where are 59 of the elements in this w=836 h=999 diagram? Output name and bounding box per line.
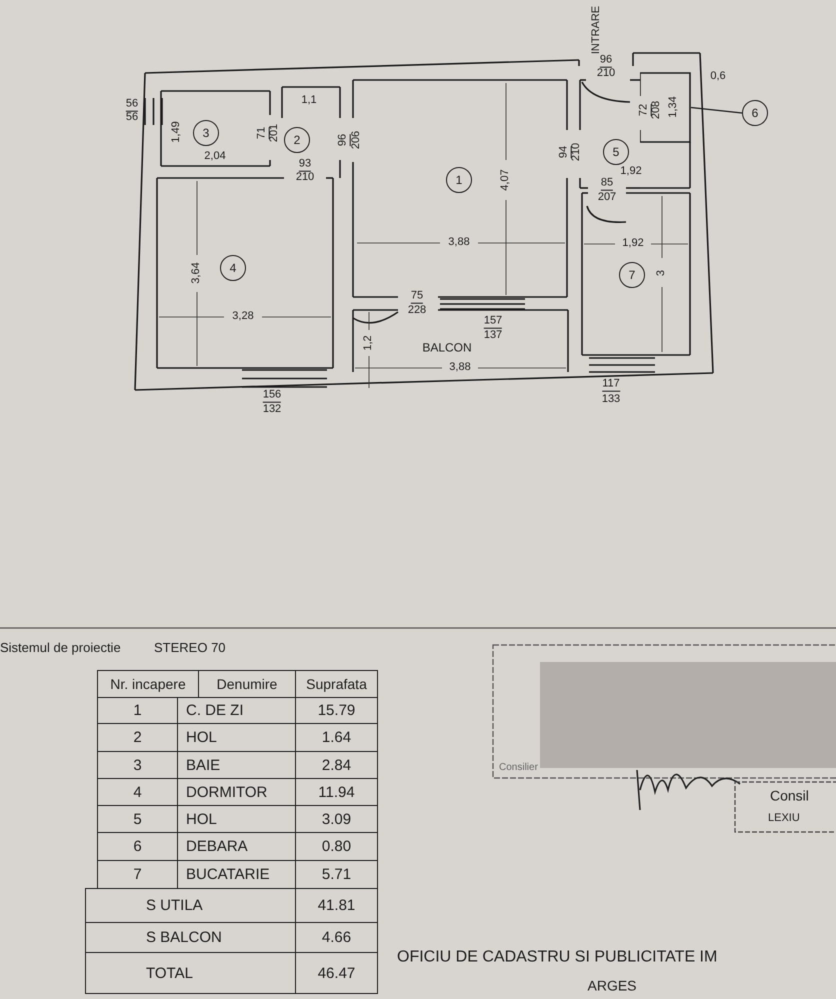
dimension-label: 56 (126, 112, 138, 124)
room-number-circle: 7 (619, 262, 645, 288)
entrance-label: INTRARE (591, 6, 603, 54)
dimension-label: 3,28 (232, 311, 254, 323)
dimension-label: 157 (484, 316, 502, 328)
dimension-label: 75 (410, 290, 424, 304)
dimension-label: 3,88 (448, 237, 470, 249)
stamp-text: Consil (770, 788, 809, 804)
dimension-label: 3,64 (191, 262, 203, 284)
room-number-circle: 3 (193, 120, 219, 146)
dimension-label: 2,04 (204, 151, 226, 163)
dimension-label: 96 (338, 134, 350, 146)
dimension-label: 133 (602, 394, 620, 406)
dimension-label: 1,2 (363, 335, 375, 351)
header-cell: Suprafata (295, 670, 378, 698)
dimension-label: 228 (408, 305, 426, 317)
room-label: BALCON (422, 342, 472, 354)
dimension-label: 1,1 (301, 95, 317, 107)
dimension-label: 156 (262, 390, 282, 402)
dimension-label: 96 (600, 54, 612, 68)
room-number-circle: 4 (220, 255, 246, 281)
header-cell: Nr. incapere (97, 670, 199, 698)
dimension-label: 85 (600, 178, 614, 190)
dimension-label: 1,34 (668, 96, 680, 118)
county-name: ARGES (588, 978, 636, 994)
dimension-label: 208 (651, 100, 663, 120)
room-number-circle: 5 (603, 139, 629, 165)
dimension-label: 132 (262, 404, 282, 416)
dimension-label: 1,92 (620, 166, 642, 178)
dimension-label: 137 (484, 330, 502, 342)
stamp-text: LEXIU (768, 813, 800, 825)
dimension-label: 93 (298, 158, 312, 172)
dimension-label: 1,92 (622, 238, 644, 250)
dimension-label: 72 (638, 104, 652, 116)
office-name: OFICIU DE CADASTRU SI PUBLICITATE IM (397, 950, 718, 966)
projection-value: STEREO 70 (154, 641, 226, 655)
room-number-circle: 2 (284, 127, 310, 153)
dimension-label: 117 (602, 378, 620, 392)
dimension-label: 71 (256, 126, 270, 140)
stamp-text: Consilier (499, 762, 538, 774)
dimension-label: 210 (596, 68, 616, 80)
dimension-label: 4,07 (500, 169, 512, 191)
dimension-label: 207 (598, 192, 616, 204)
leader-line (690, 106, 742, 114)
dimension-label: 56 (126, 98, 138, 112)
dimension-label: 210 (571, 142, 583, 162)
room-number-circle: 1 (446, 167, 472, 193)
room-number-circle: 6 (742, 100, 768, 126)
dimension-label: 1,49 (171, 121, 183, 143)
projection-label: Sistemul de proiectie (0, 641, 121, 655)
dimension-label: 0,6 (710, 71, 726, 83)
dimension-label: 201 (269, 124, 281, 142)
area-cell: 46.47 (295, 952, 378, 994)
dimension-label: 210 (296, 172, 314, 184)
dimension-label: 94 (558, 146, 572, 158)
dimension-label: 3 (656, 270, 668, 276)
dimension-label: 3,88 (449, 362, 471, 374)
dimension-label: 206 (351, 130, 363, 150)
total-label-cell: TOTAL (85, 952, 296, 994)
